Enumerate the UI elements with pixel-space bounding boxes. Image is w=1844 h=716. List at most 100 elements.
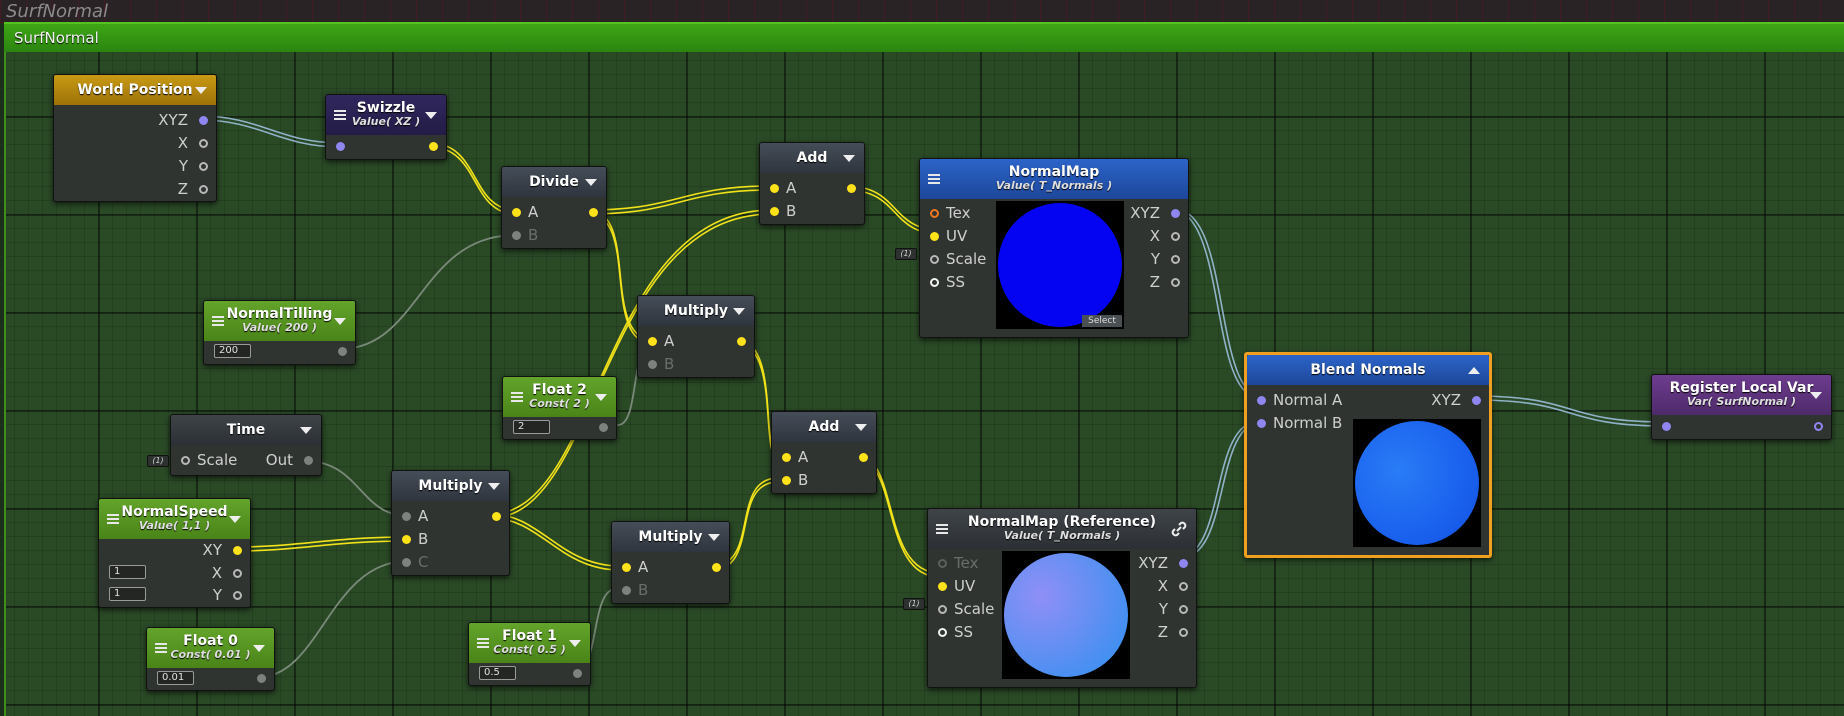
node-header[interactable]: Multiply <box>392 471 509 501</box>
chevron-down-icon[interactable] <box>253 645 265 652</box>
node-header[interactable]: Add <box>772 412 876 442</box>
output-pin-out[interactable] <box>304 456 313 465</box>
output-pin[interactable] <box>429 142 438 151</box>
output-pin-xyz[interactable] <box>1171 209 1180 218</box>
input-pin-a[interactable] <box>648 337 657 346</box>
input-pin-a[interactable] <box>622 563 631 572</box>
chevron-down-icon[interactable] <box>569 640 581 647</box>
input-pin-b[interactable] <box>770 207 779 216</box>
output-pin-xy[interactable] <box>233 546 242 555</box>
menu-icon[interactable] <box>477 636 489 650</box>
value-field[interactable]: 0.01 <box>157 671 194 685</box>
chevron-down-icon[interactable] <box>229 516 241 523</box>
output-pin[interactable] <box>712 563 721 572</box>
texture-preview[interactable]: Select <box>996 201 1124 329</box>
node-canvas[interactable] <box>4 22 1844 716</box>
output-pin-y[interactable] <box>1179 605 1188 614</box>
node-multiply-2[interactable]: Multiply A B C <box>391 470 510 576</box>
chevron-down-icon[interactable] <box>488 483 500 490</box>
group-header[interactable]: SurfNormal <box>4 22 1844 52</box>
input-pin-ss[interactable] <box>930 278 939 287</box>
input-pin-scale[interactable] <box>938 605 947 614</box>
node-header[interactable]: Time <box>171 415 321 445</box>
node-header[interactable]: NormalMap Value( T_Normals ) <box>920 159 1188 199</box>
node-float-2[interactable]: Float 2 Const( 2 ) 2 <box>502 376 617 440</box>
node-register-local-var[interactable]: Register Local Var Var( SurfNormal ) <box>1651 374 1832 440</box>
input-pin-a[interactable] <box>770 184 779 193</box>
chevron-down-icon[interactable] <box>300 427 312 434</box>
node-header[interactable]: Float 1 Const( 0.5 ) <box>469 623 590 663</box>
chevron-down-icon[interactable] <box>733 308 745 315</box>
output-pin-x[interactable] <box>233 569 242 578</box>
output-pin[interactable] <box>737 337 746 346</box>
chevron-down-icon[interactable] <box>1810 392 1822 399</box>
menu-icon[interactable] <box>107 512 119 526</box>
input-pin-uv[interactable] <box>938 582 947 591</box>
input-pin-tex[interactable] <box>930 209 939 218</box>
output-pin-x[interactable] <box>1171 232 1180 241</box>
chevron-down-icon[interactable] <box>585 179 597 186</box>
output-pin-z[interactable] <box>1179 628 1188 637</box>
node-add-1[interactable]: Add A B <box>759 142 865 225</box>
input-pin-b[interactable] <box>648 360 657 369</box>
node-header[interactable]: Float 0 Const( 0.01 ) <box>147 628 274 668</box>
chevron-down-icon[interactable] <box>425 112 437 119</box>
chevron-down-icon[interactable] <box>855 424 867 431</box>
node-header[interactable]: Multiply <box>638 296 754 326</box>
output-pin-z[interactable] <box>199 185 208 194</box>
output-pin[interactable] <box>573 669 582 678</box>
input-pin-uv[interactable] <box>930 232 939 241</box>
blend-preview[interactable] <box>1353 419 1481 547</box>
output-pin[interactable] <box>1814 422 1823 431</box>
node-header[interactable]: NormalSpeed Value( 1,1 ) <box>99 499 250 539</box>
menu-icon[interactable] <box>334 108 346 122</box>
node-normal-map-reference[interactable]: NormalMap (Reference) Value( T_Normals )… <box>927 508 1197 688</box>
menu-icon[interactable] <box>155 641 167 655</box>
node-header[interactable]: NormalMap (Reference) Value( T_Normals ) <box>928 509 1196 549</box>
value-field[interactable]: 200 <box>214 344 251 358</box>
input-pin[interactable] <box>336 142 345 151</box>
menu-icon[interactable] <box>212 314 224 328</box>
select-button[interactable]: Select <box>1082 315 1122 327</box>
value-field[interactable]: 2 <box>513 420 550 434</box>
input-pin-ss[interactable] <box>938 628 947 637</box>
output-pin-xyz[interactable] <box>199 116 208 125</box>
output-pin[interactable] <box>599 423 608 432</box>
node-float-0[interactable]: Float 0 Const( 0.01 ) 0.01 <box>146 627 275 691</box>
output-pin[interactable] <box>257 674 266 683</box>
input-pin-normal-a[interactable] <box>1257 396 1266 405</box>
output-pin-x[interactable] <box>1179 582 1188 591</box>
node-header[interactable]: Multiply <box>612 522 729 552</box>
node-header[interactable]: Add <box>760 143 864 173</box>
texture-preview[interactable] <box>1002 551 1130 679</box>
input-pin-b[interactable] <box>512 231 521 240</box>
node-world-position[interactable]: World Position XYZ X Y Z <box>53 74 217 202</box>
chevron-down-icon[interactable] <box>595 394 607 401</box>
output-pin-x[interactable] <box>199 139 208 148</box>
node-header[interactable]: Divide <box>502 167 606 197</box>
chevron-down-icon[interactable] <box>195 87 207 94</box>
node-time[interactable]: Time Scale Out <box>170 414 322 476</box>
node-add-2[interactable]: Add A B <box>771 411 877 494</box>
input-pin-b[interactable] <box>782 476 791 485</box>
input-pin-c[interactable] <box>402 558 411 567</box>
node-header[interactable]: Register Local Var Var( SurfNormal ) <box>1652 375 1831 415</box>
chevron-down-icon[interactable] <box>843 155 855 162</box>
x-value-field[interactable]: 1 <box>109 565 146 579</box>
node-header[interactable]: NormalTilling Value( 200 ) <box>204 301 355 341</box>
chevron-down-icon[interactable] <box>334 318 346 325</box>
node-multiply-3[interactable]: Multiply A B <box>611 521 730 604</box>
output-pin[interactable] <box>492 512 501 521</box>
node-normal-tilling[interactable]: NormalTilling Value( 200 ) 200 <box>203 300 356 365</box>
node-header[interactable]: Swizzle Value( XZ ) <box>326 95 446 135</box>
input-pin-normal-b[interactable] <box>1257 419 1266 428</box>
y-value-field[interactable]: 1 <box>109 587 146 601</box>
node-normal-speed[interactable]: NormalSpeed Value( 1,1 ) XY 1 X 1 Y <box>98 498 251 608</box>
input-pin-b[interactable] <box>402 535 411 544</box>
node-swizzle[interactable]: Swizzle Value( XZ ) <box>325 94 447 160</box>
menu-icon[interactable] <box>928 172 940 186</box>
output-pin-xyz[interactable] <box>1472 396 1481 405</box>
link-icon[interactable] <box>1170 520 1188 538</box>
chevron-up-icon[interactable] <box>1468 367 1480 374</box>
node-float-1[interactable]: Float 1 Const( 0.5 ) 0.5 <box>468 622 591 686</box>
